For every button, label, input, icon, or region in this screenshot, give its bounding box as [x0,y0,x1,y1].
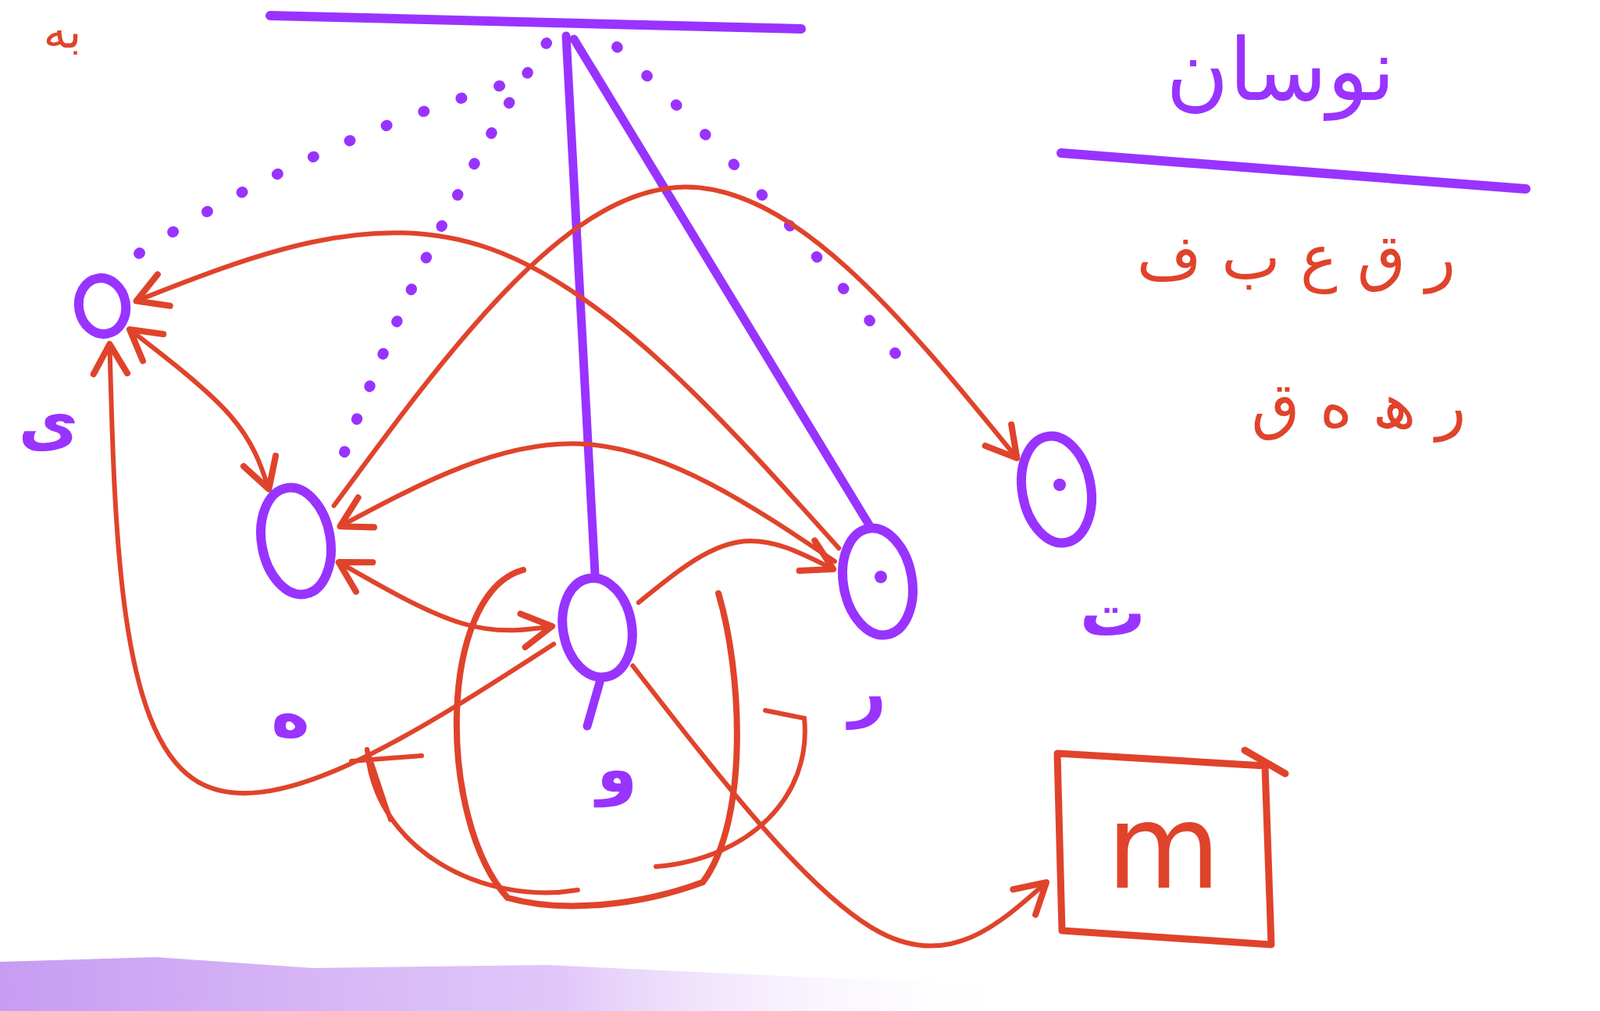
pendulum-bob: و [558,573,637,683]
pendulum-bob: ه [256,482,335,600]
bob-dot [1053,478,1066,492]
bob-ellipse [253,481,340,600]
box-outline-path [1057,750,1286,945]
ground-band [0,957,1016,1011]
mass-box: m [1051,745,1276,950]
pendulum-bob: ت [1017,431,1096,549]
pendulum-bob: ر [838,523,917,641]
swing-loop [456,570,738,906]
bob-letter: ه [267,678,314,751]
bob-letter: و [593,733,641,806]
bob-letter: ر [845,655,890,727]
pendulum-string [573,39,870,527]
bob-outline [1017,431,1096,549]
bob-outline [256,482,335,600]
title-text: نوسان [1165,23,1396,118]
swing-loop [367,749,578,893]
mass-symbol: m [1106,783,1221,913]
ceiling-line [270,15,802,29]
bob-letter: ت [1076,577,1149,649]
bob-ellipse [1013,430,1101,549]
pendulum-bob: ی [74,273,131,339]
dotted-swing-path [132,85,500,258]
motion-arrow [129,329,269,489]
motion-arrow [632,666,1047,947]
bob-ellipse [74,274,131,338]
bob-outline [558,573,637,683]
bob-letter: ی [15,385,82,458]
bob-outline [74,273,131,339]
pendulum-rod [587,682,600,727]
title-underline [1061,153,1526,189]
motion-arrow [338,562,553,631]
motion-arrow [109,344,554,794]
bob-outline [838,523,917,641]
bob-ellipse [834,522,922,641]
bob-ellipse [555,572,641,683]
motion-arrow [638,541,834,603]
bob-dot [874,570,888,584]
motion-arrow [136,232,840,549]
letter-note: ر ق ع ب ف [1136,223,1456,293]
letter-note: ر ھ ه ق [1251,371,1467,441]
letter-note: به [43,5,82,58]
